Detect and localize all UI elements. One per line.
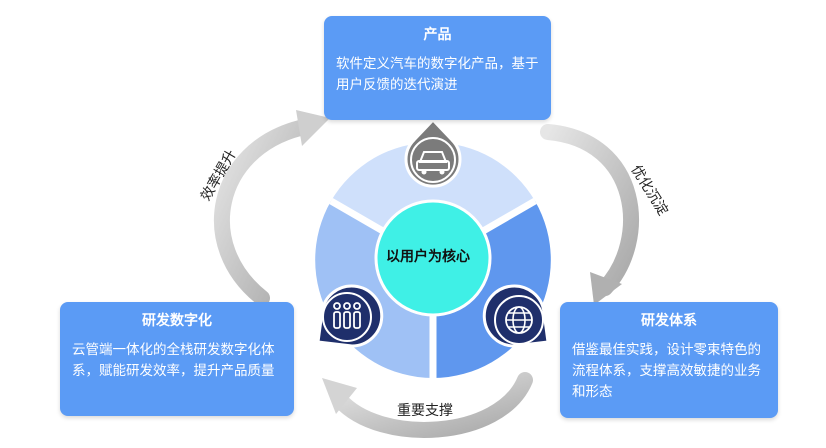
arrow-label-support: 重要支撑 xyxy=(397,403,453,419)
arrow-head-optimize xyxy=(590,272,622,305)
center-circle xyxy=(374,199,492,317)
cycle-arrows xyxy=(213,110,639,438)
car-icon xyxy=(404,117,462,188)
rd-system-desc: 借鉴最佳实践，设计零束特色的流程体系，支撑高效敏捷的业务和形态 xyxy=(572,342,761,400)
product-desc: 软件定义汽车的数字化产品，基于用户反馈的迭代演进 xyxy=(336,56,539,93)
arrow-support xyxy=(332,372,533,438)
arrow-efficiency xyxy=(213,120,308,306)
product-box: 产品 软件定义汽车的数字化产品，基于用户反馈的迭代演进 xyxy=(324,16,551,120)
people-icon xyxy=(316,284,384,348)
arrow-optimize xyxy=(540,124,639,296)
globe-icon xyxy=(482,284,550,348)
rd-digital-desc: 云管端一体化的全栈研发数字化体系，赋能研发效率，提升产品质量 xyxy=(72,342,275,379)
rd-digital-title: 研发数字化 xyxy=(142,313,212,329)
rd-system-box: 研发体系 借鉴最佳实践，设计零束特色的流程体系，支撑高效敏捷的业务和形态 xyxy=(560,302,778,418)
arrow-head-efficiency xyxy=(296,110,330,146)
rd-digital-box: 研发数字化 云管端一体化的全栈研发数字化体系，赋能研发效率，提升产品质量 xyxy=(60,302,294,416)
center-label: 以用户为核心 xyxy=(386,249,470,265)
product-title: 产品 xyxy=(423,27,452,43)
arrow-head-support xyxy=(322,378,357,414)
rd-system-title: 研发体系 xyxy=(641,313,697,329)
